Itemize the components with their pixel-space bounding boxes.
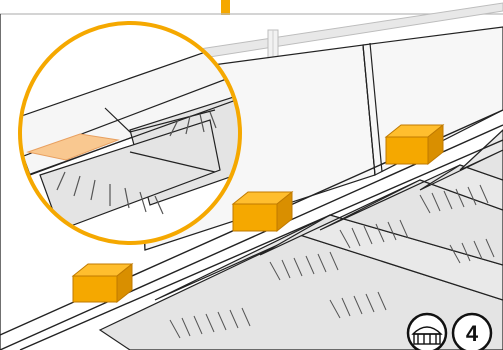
ballast-box-2 — [233, 192, 292, 231]
ballast-box-3 — [386, 125, 443, 164]
top-pointer-bar — [221, 0, 230, 15]
ballast-box-1 — [73, 264, 132, 302]
step-number: 4 — [466, 321, 479, 346]
